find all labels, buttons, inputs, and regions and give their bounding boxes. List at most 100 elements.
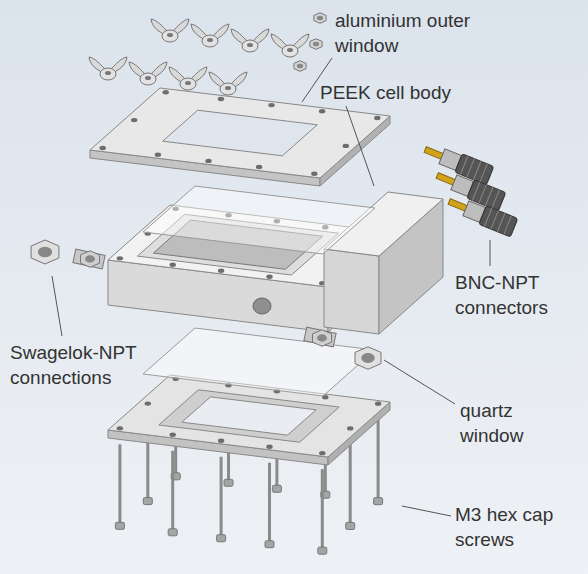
screw-shank xyxy=(118,444,121,524)
knurl-ridge xyxy=(480,164,487,183)
wing-nut xyxy=(191,24,229,47)
bottom-quartz-window xyxy=(143,328,375,396)
fitting-body xyxy=(73,249,105,269)
wing-nut xyxy=(209,72,247,95)
fitting-hex xyxy=(81,251,100,267)
wing-bore xyxy=(287,48,293,52)
wing-hub xyxy=(100,68,116,80)
plate-hole xyxy=(155,153,161,157)
bnc-connectors xyxy=(421,140,517,237)
wing-hub xyxy=(180,78,196,90)
screw-head xyxy=(272,485,281,492)
screw-shank xyxy=(321,469,324,549)
screw-head xyxy=(143,498,152,505)
screw-head xyxy=(115,522,124,529)
screw-shank xyxy=(268,463,271,543)
fitting-hex-bore xyxy=(85,255,95,262)
plate-hole xyxy=(131,118,137,122)
hex-nut xyxy=(294,61,306,72)
part-label: aluminium outer window xyxy=(335,8,510,58)
screw-head xyxy=(168,529,177,536)
swagelok-nut-bore xyxy=(38,247,52,258)
wing-hub xyxy=(140,73,156,85)
bottom-window-opening xyxy=(182,397,316,435)
screw-shank xyxy=(349,444,352,524)
wing-nut xyxy=(151,19,189,42)
knurl-ridge xyxy=(497,213,504,232)
screw-head xyxy=(374,498,383,505)
bolt-hole xyxy=(170,433,176,437)
wing-bore xyxy=(207,38,213,42)
body-hole xyxy=(218,269,224,273)
hex-nut xyxy=(310,39,322,50)
bolt-hole xyxy=(319,451,325,455)
plate-hole xyxy=(205,159,211,163)
leader-line xyxy=(402,506,451,516)
screw-shank xyxy=(220,457,223,537)
hex-nut-bore xyxy=(297,64,303,69)
wing-hub xyxy=(282,45,298,57)
bolt-hole xyxy=(266,444,272,448)
fitting-hex xyxy=(313,330,332,347)
plate-hole xyxy=(163,90,169,94)
leader-line xyxy=(384,360,455,404)
plate-window-opening xyxy=(163,110,318,156)
screw-shank xyxy=(377,420,380,500)
body-hole xyxy=(117,256,123,260)
plate-hole xyxy=(256,165,262,169)
bolt-hole xyxy=(347,426,353,430)
wing-bore xyxy=(145,76,151,80)
leader-lines xyxy=(52,58,490,516)
plate-hole xyxy=(319,109,325,113)
wing-bore xyxy=(225,86,231,90)
screw-head xyxy=(224,479,233,486)
bolt-hole xyxy=(375,401,381,405)
wing-nut xyxy=(271,34,309,57)
block-front xyxy=(324,249,379,334)
knurl-ridge xyxy=(492,190,499,209)
plate-hole xyxy=(100,146,106,150)
gasket-frame xyxy=(159,390,339,442)
top-quartz-window xyxy=(143,186,375,254)
hex-nuts xyxy=(294,13,326,72)
wing-hub xyxy=(162,30,178,42)
body-hole xyxy=(170,263,176,267)
part-label: Swagelok-NPT connections xyxy=(10,340,160,390)
wing-bore xyxy=(185,81,191,85)
swagelok-nut xyxy=(31,240,59,264)
screw-head xyxy=(318,547,327,554)
wing-nut xyxy=(169,67,207,90)
plate-hole xyxy=(311,172,317,176)
knurl-ridge xyxy=(479,185,486,204)
quartz-plate xyxy=(143,186,375,254)
plate-hole xyxy=(374,116,380,120)
swagelok-cap xyxy=(355,347,381,370)
bolt-hole xyxy=(145,401,151,405)
hex-nut-bore xyxy=(317,16,323,21)
screw-head xyxy=(265,541,274,548)
leader-line xyxy=(346,106,374,186)
bnc-connector xyxy=(445,192,517,237)
leader-line xyxy=(490,240,491,266)
wing-hub xyxy=(242,40,258,52)
wing-nut xyxy=(129,62,167,85)
swagelok-cap-bore xyxy=(361,353,375,363)
knurl-ridge xyxy=(484,208,491,227)
side-port xyxy=(253,298,271,314)
knurl-ridge xyxy=(472,182,479,201)
fitting-hex-bore xyxy=(317,334,327,341)
screw-head xyxy=(346,522,355,529)
bnc-body xyxy=(479,206,518,237)
wing-bore xyxy=(167,33,173,37)
screw-head xyxy=(217,535,226,542)
wing-bore xyxy=(105,71,111,75)
bolt-hole xyxy=(117,426,123,430)
body-hole xyxy=(266,274,272,278)
plate-hole xyxy=(218,97,224,101)
screw-shank xyxy=(171,451,174,531)
knurl-ridge xyxy=(485,187,492,206)
bolt-hole xyxy=(218,439,224,443)
hex-nut xyxy=(314,13,326,23)
wing-nut xyxy=(231,29,269,52)
